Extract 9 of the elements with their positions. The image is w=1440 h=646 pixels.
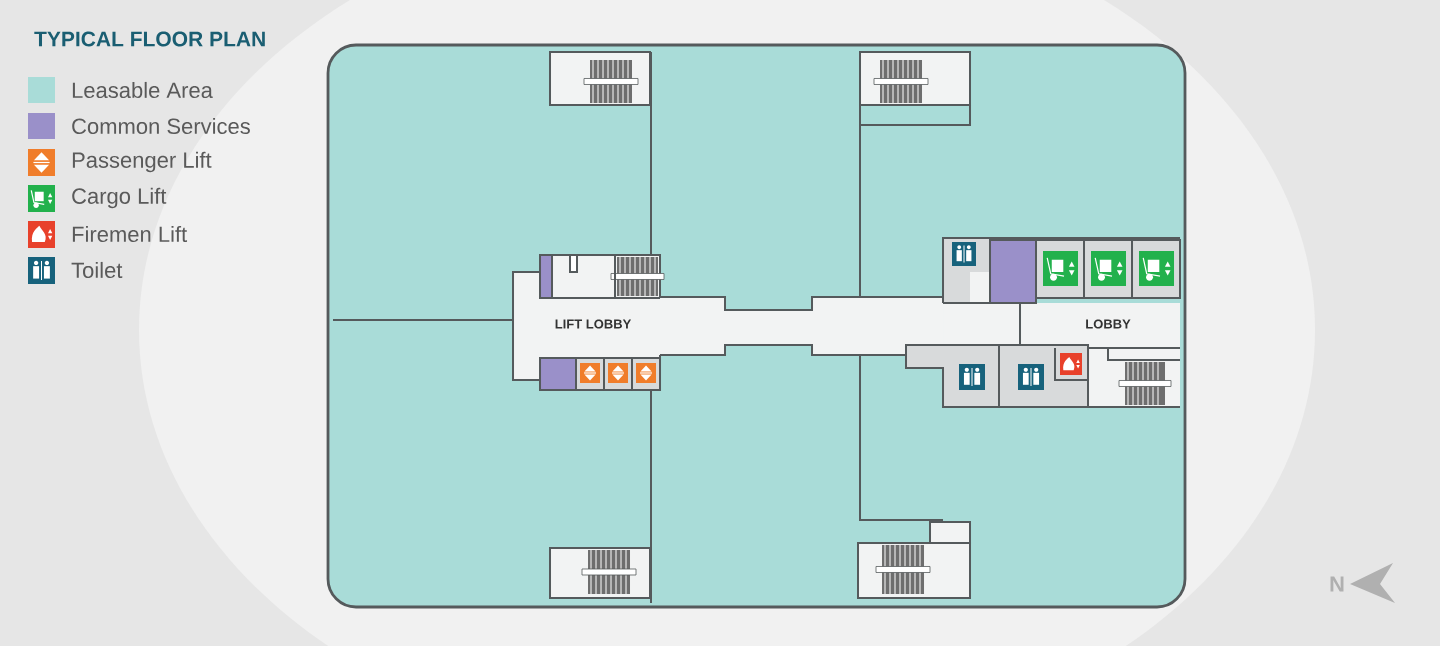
- legend-label: Firemen Lift: [72, 225, 188, 243]
- legend-label: Leasable Area: [72, 81, 213, 99]
- room-label: LOBBY: [1086, 319, 1131, 329]
- legend-label: Common Services: [72, 117, 250, 135]
- legend-label: Cargo Lift: [72, 187, 167, 209]
- legend-label: Toilet: [71, 261, 123, 279]
- title: TYPICAL FLOOR PLAN: [34, 31, 265, 47]
- legend-label: Passenger Lift: [72, 151, 212, 173]
- room-label: LIFT LOBBY: [555, 319, 632, 329]
